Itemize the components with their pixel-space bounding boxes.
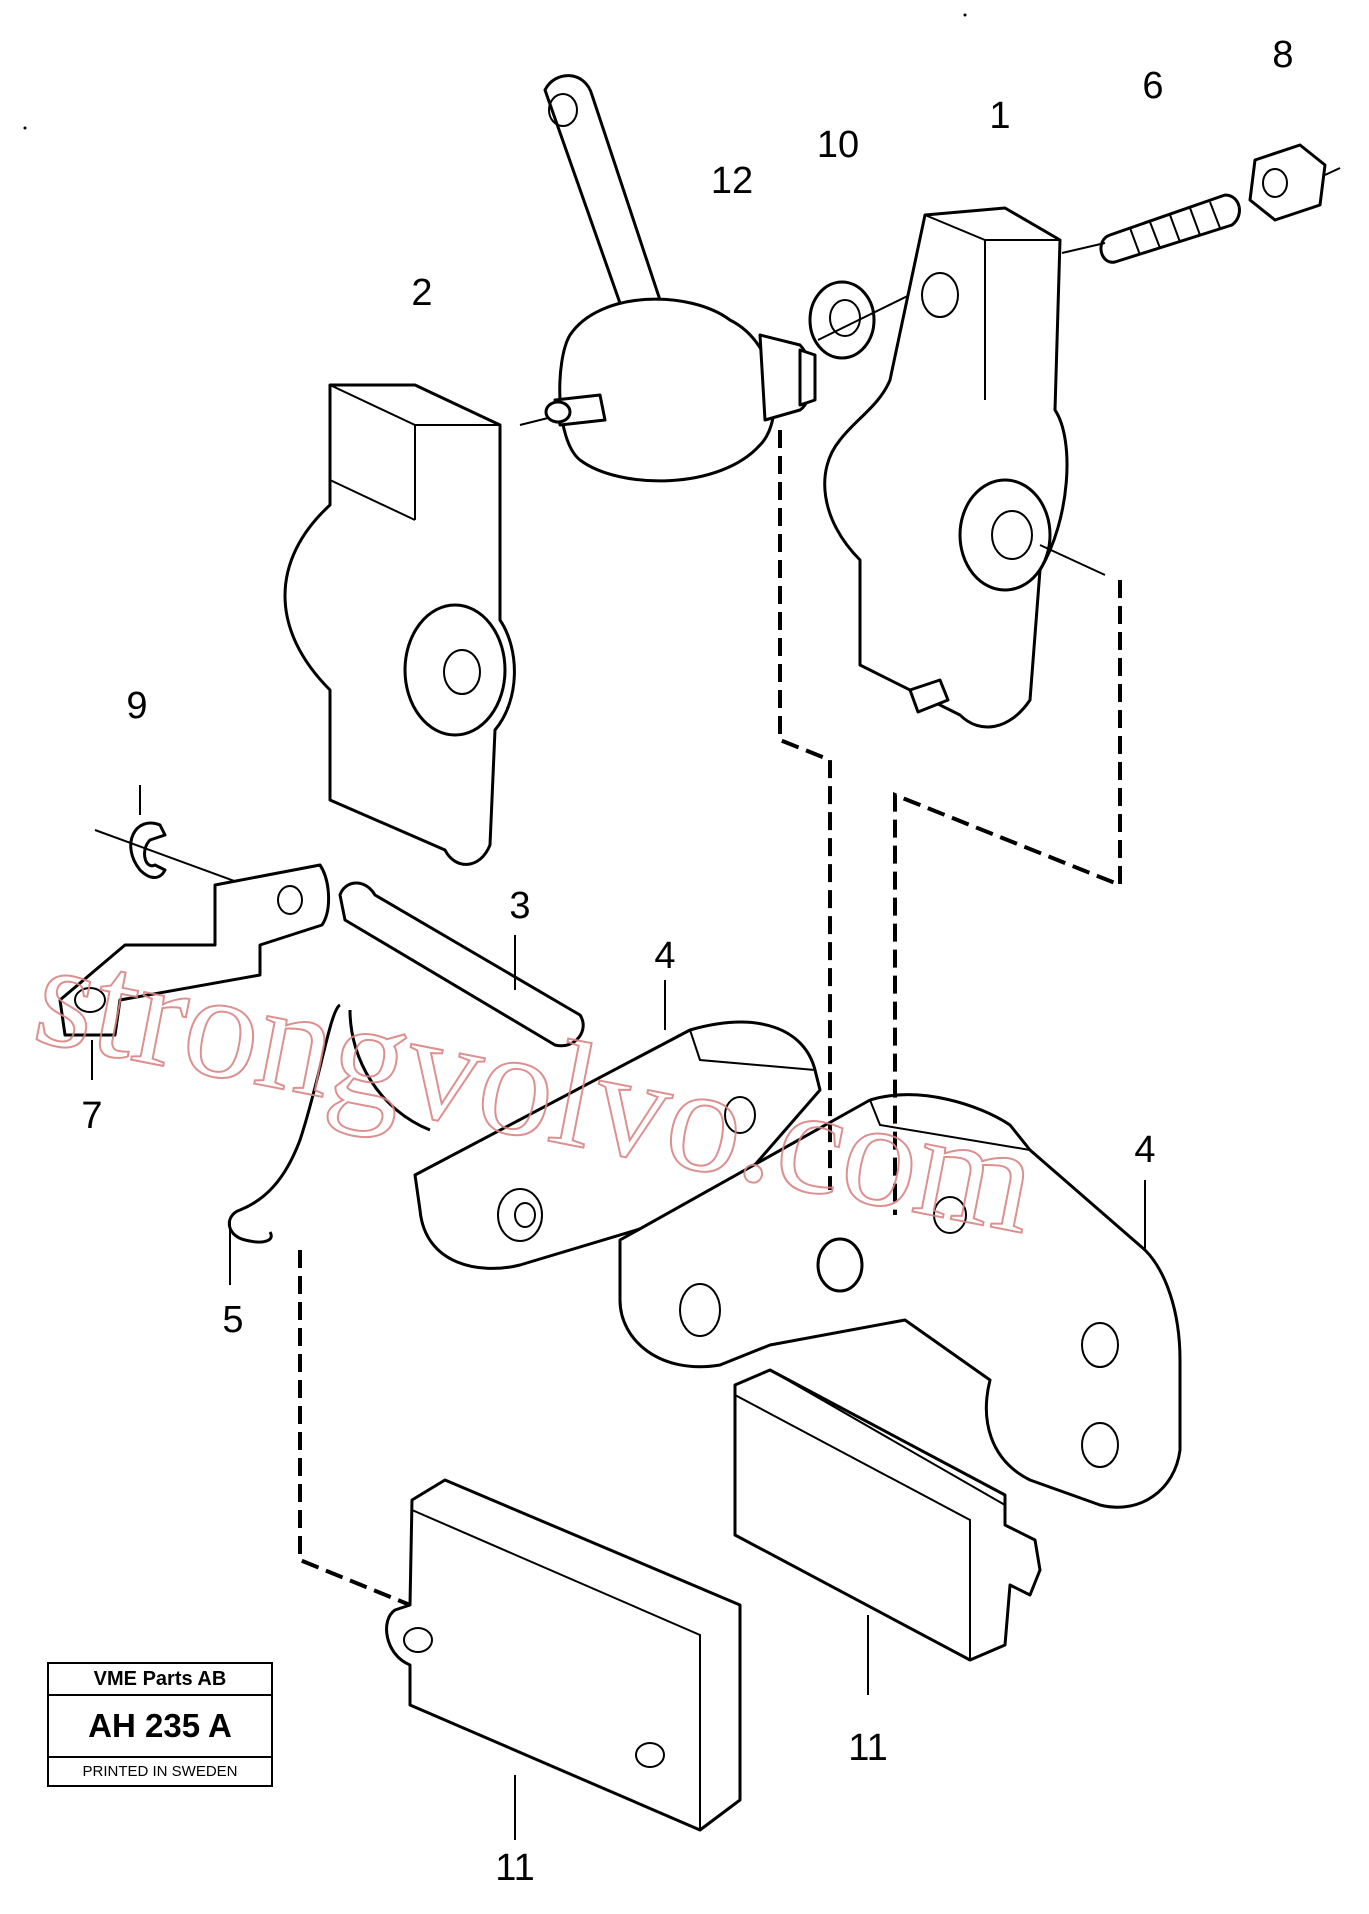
callout-10: 10 — [817, 124, 859, 166]
part-1-bracket — [823, 206, 1106, 729]
part-5-spring — [227, 1003, 431, 1285]
callout-7: 7 — [81, 1095, 102, 1137]
callout-12: 12 — [711, 160, 753, 202]
callout-5: 5 — [222, 1299, 243, 1341]
stamp-code: AH 235 A — [49, 1696, 271, 1758]
part-10-washer — [808, 280, 931, 360]
callout-9: 9 — [126, 685, 147, 727]
part-11-switch-right — [733, 1368, 1042, 1695]
callout-6: 6 — [1142, 65, 1163, 107]
part-6-screw — [1061, 193, 1241, 264]
callout-4a: 4 — [654, 935, 675, 977]
callout-11a: 11 — [848, 1727, 887, 1769]
part-4-lever-left — [413, 980, 822, 1270]
stamp-company: VME Parts AB — [49, 1664, 271, 1696]
callout-3: 3 — [509, 885, 530, 927]
wiring-dashes — [298, 430, 1122, 1607]
part-8-nut — [1248, 143, 1341, 222]
callout-1: 1 — [989, 95, 1010, 137]
stamp-printed: PRINTED IN SWEDEN — [82, 1763, 238, 1780]
part-7-plate — [58, 863, 331, 1080]
part-4-lever-right — [618, 1093, 1182, 1509]
callout-8: 8 — [1272, 34, 1293, 76]
part-2-housing — [283, 383, 516, 866]
title-stamp: VME Parts AB AH 235 A PRINTED IN SWEDEN — [47, 1662, 273, 1787]
callout-2: 2 — [411, 272, 432, 314]
part-3-shaft — [338, 881, 585, 1048]
callout-11b: 11 — [495, 1847, 534, 1889]
part-11-switch-bottom — [385, 1478, 742, 1840]
part-12-rotary-switch — [519, 74, 817, 483]
callout-4b: 4 — [1134, 1129, 1155, 1171]
